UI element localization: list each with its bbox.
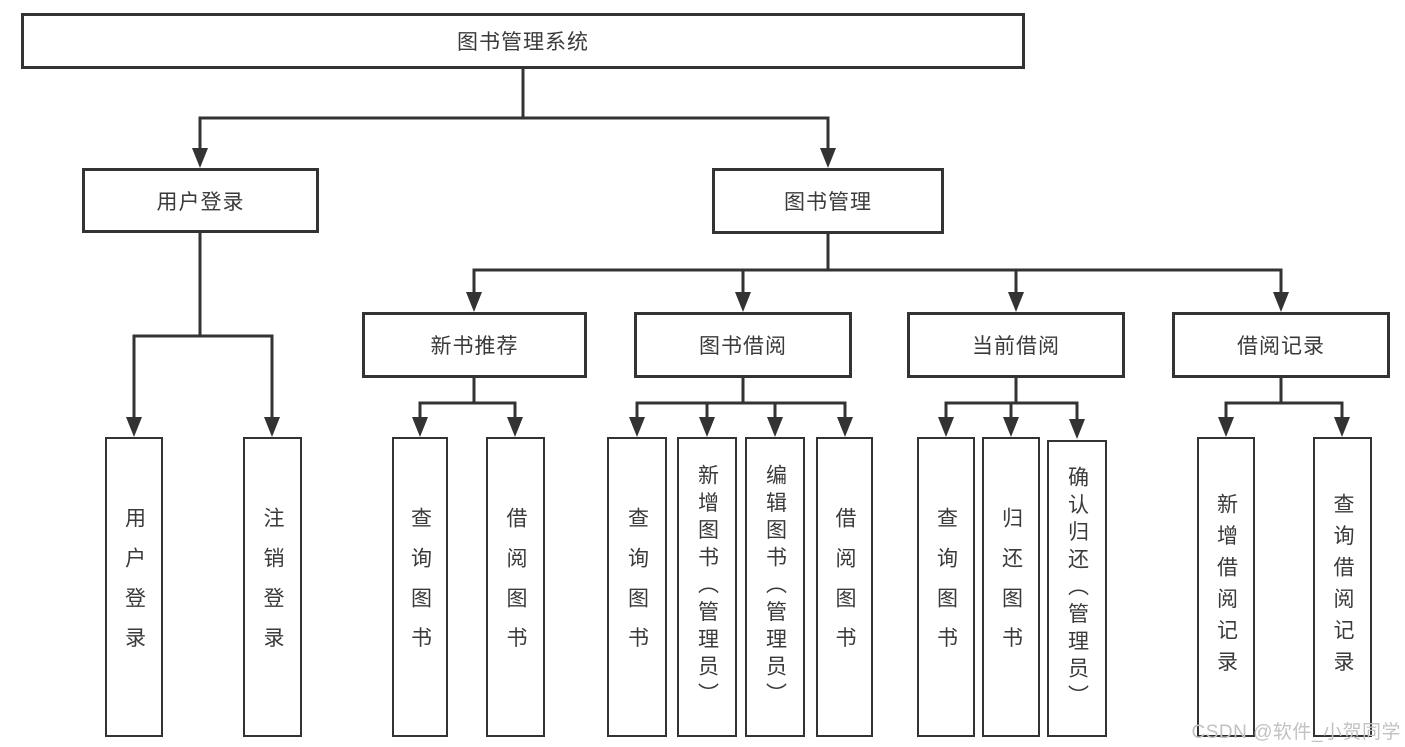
- leaf-bb-add-book-admin: 新增图书（管理员）: [677, 437, 737, 737]
- leaf-cb-query-book: 查询图书: [917, 437, 975, 737]
- node-new-book-recommend-label: 新书推荐: [430, 335, 519, 358]
- leaf-br-query-record: 查询借阅记录: [1313, 437, 1372, 737]
- leaf-logout: 注销登录: [243, 437, 302, 737]
- leaf-cb-return-book: 归还图书: [982, 437, 1040, 737]
- node-user-login-label: 用户登录: [156, 190, 245, 214]
- node-user-login: 用户登录: [82, 168, 319, 233]
- node-book-borrow-label: 图书借阅: [699, 335, 787, 358]
- leaf-nb-query-book: 查询图书: [392, 437, 448, 737]
- leaf-bb-query-book-label: 查询图书: [625, 507, 649, 667]
- node-book-borrow: 图书借阅: [634, 312, 852, 378]
- leaf-nb-borrow-book-label: 借阅图书: [504, 507, 527, 667]
- leaf-nb-borrow-book: 借阅图书: [486, 437, 545, 737]
- node-borrow-records-label: 借阅记录: [1237, 335, 1325, 358]
- leaf-user-login-label: 用户登录: [122, 507, 146, 667]
- leaf-bb-borrow-book: 借阅图书: [816, 437, 873, 737]
- leaf-user-login: 用户登录: [105, 437, 163, 737]
- node-new-book-recommend: 新书推荐: [362, 312, 587, 378]
- leaf-br-add-record: 新增借阅记录: [1197, 437, 1255, 737]
- node-borrow-records: 借阅记录: [1172, 312, 1390, 378]
- leaf-bb-edit-book-admin: 编辑图书（管理员）: [745, 437, 805, 737]
- leaf-cb-return-book-label: 归还图书: [999, 507, 1023, 667]
- csdn-watermark: CSDN @软件_小贺同学: [1191, 722, 1401, 743]
- leaf-bb-add-book-admin-label: 新增图书（管理员）: [695, 464, 719, 710]
- node-book-management-label: 图书管理: [784, 191, 872, 214]
- leaf-cb-query-book-label: 查询图书: [934, 507, 958, 667]
- leaf-cb-confirm-return-admin: 确认归还（管理员）: [1047, 440, 1107, 737]
- leaf-nb-query-book-label: 查询图书: [408, 507, 432, 667]
- leaf-bb-borrow-book-label: 借阅图书: [833, 507, 856, 667]
- leaf-br-add-record-label: 新增借阅记录: [1214, 492, 1238, 682]
- leaf-logout-label: 注销登录: [261, 507, 284, 667]
- node-root-label: 图书管理系统: [457, 31, 589, 54]
- leaf-cb-confirm-return-admin-label: 确认归还（管理员）: [1065, 465, 1089, 712]
- node-book-management: 图书管理: [712, 168, 944, 234]
- leaf-bb-edit-book-admin-label: 编辑图书（管理员）: [763, 464, 787, 710]
- node-current-borrow-label: 当前借阅: [972, 335, 1060, 358]
- leaf-br-query-record-label: 查询借阅记录: [1331, 492, 1354, 682]
- node-root: 图书管理系统: [21, 13, 1025, 69]
- node-current-borrow: 当前借阅: [907, 312, 1125, 378]
- leaf-bb-query-book: 查询图书: [607, 437, 667, 737]
